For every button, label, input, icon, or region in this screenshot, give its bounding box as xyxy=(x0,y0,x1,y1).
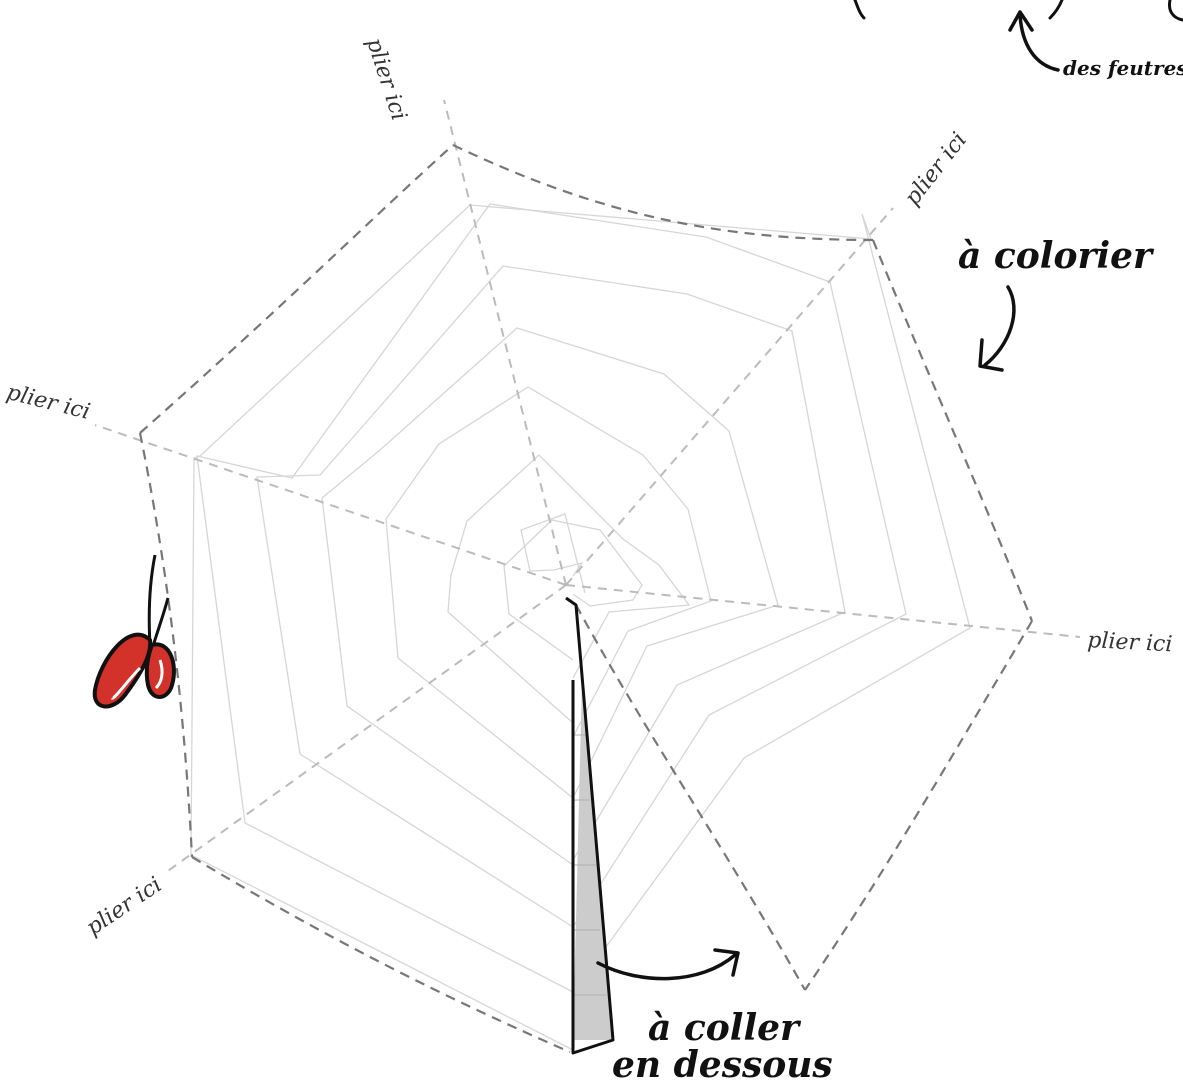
web-ring xyxy=(447,454,691,724)
web-ring xyxy=(256,265,846,928)
cut-edge xyxy=(139,144,454,434)
cut-edge xyxy=(804,620,1033,991)
curved-arrow-icon xyxy=(1008,10,1060,72)
web-ring xyxy=(190,204,971,1051)
cut-edge xyxy=(138,432,194,858)
cut-edge xyxy=(575,604,806,991)
cut-edge xyxy=(452,144,874,242)
fold-line xyxy=(565,207,894,586)
curved-arrow-icon xyxy=(978,285,1016,372)
markers-label: des feutres xyxy=(1063,56,1183,80)
scissors-icon xyxy=(92,554,176,709)
curved-arrow-icon xyxy=(596,948,740,981)
glue-label-line2: en dessous xyxy=(612,1044,833,1086)
fold-label-right: plier ici xyxy=(1086,628,1173,658)
web-grid-rings xyxy=(190,203,971,1051)
web-ring xyxy=(321,327,779,866)
fold-lines xyxy=(94,99,1081,874)
fold-line xyxy=(565,584,1081,638)
glue-tab xyxy=(565,596,615,1055)
glue-tab-shading xyxy=(573,680,612,1040)
glue-label-line1: à coller xyxy=(648,1007,800,1049)
web-ring xyxy=(503,519,643,661)
color-it-label: à colorier xyxy=(958,235,1152,277)
markers-doodle xyxy=(853,0,1183,22)
web-ring xyxy=(196,203,907,993)
fold-line xyxy=(443,99,567,586)
fold-line xyxy=(164,584,567,874)
web-ring xyxy=(520,513,586,594)
cut-outline xyxy=(138,144,1034,1054)
cut-edge xyxy=(191,856,571,1054)
fold-line xyxy=(94,424,567,586)
glue-tab-outline xyxy=(565,596,615,1055)
web-ring xyxy=(385,386,712,799)
cut-edge xyxy=(871,239,1034,622)
